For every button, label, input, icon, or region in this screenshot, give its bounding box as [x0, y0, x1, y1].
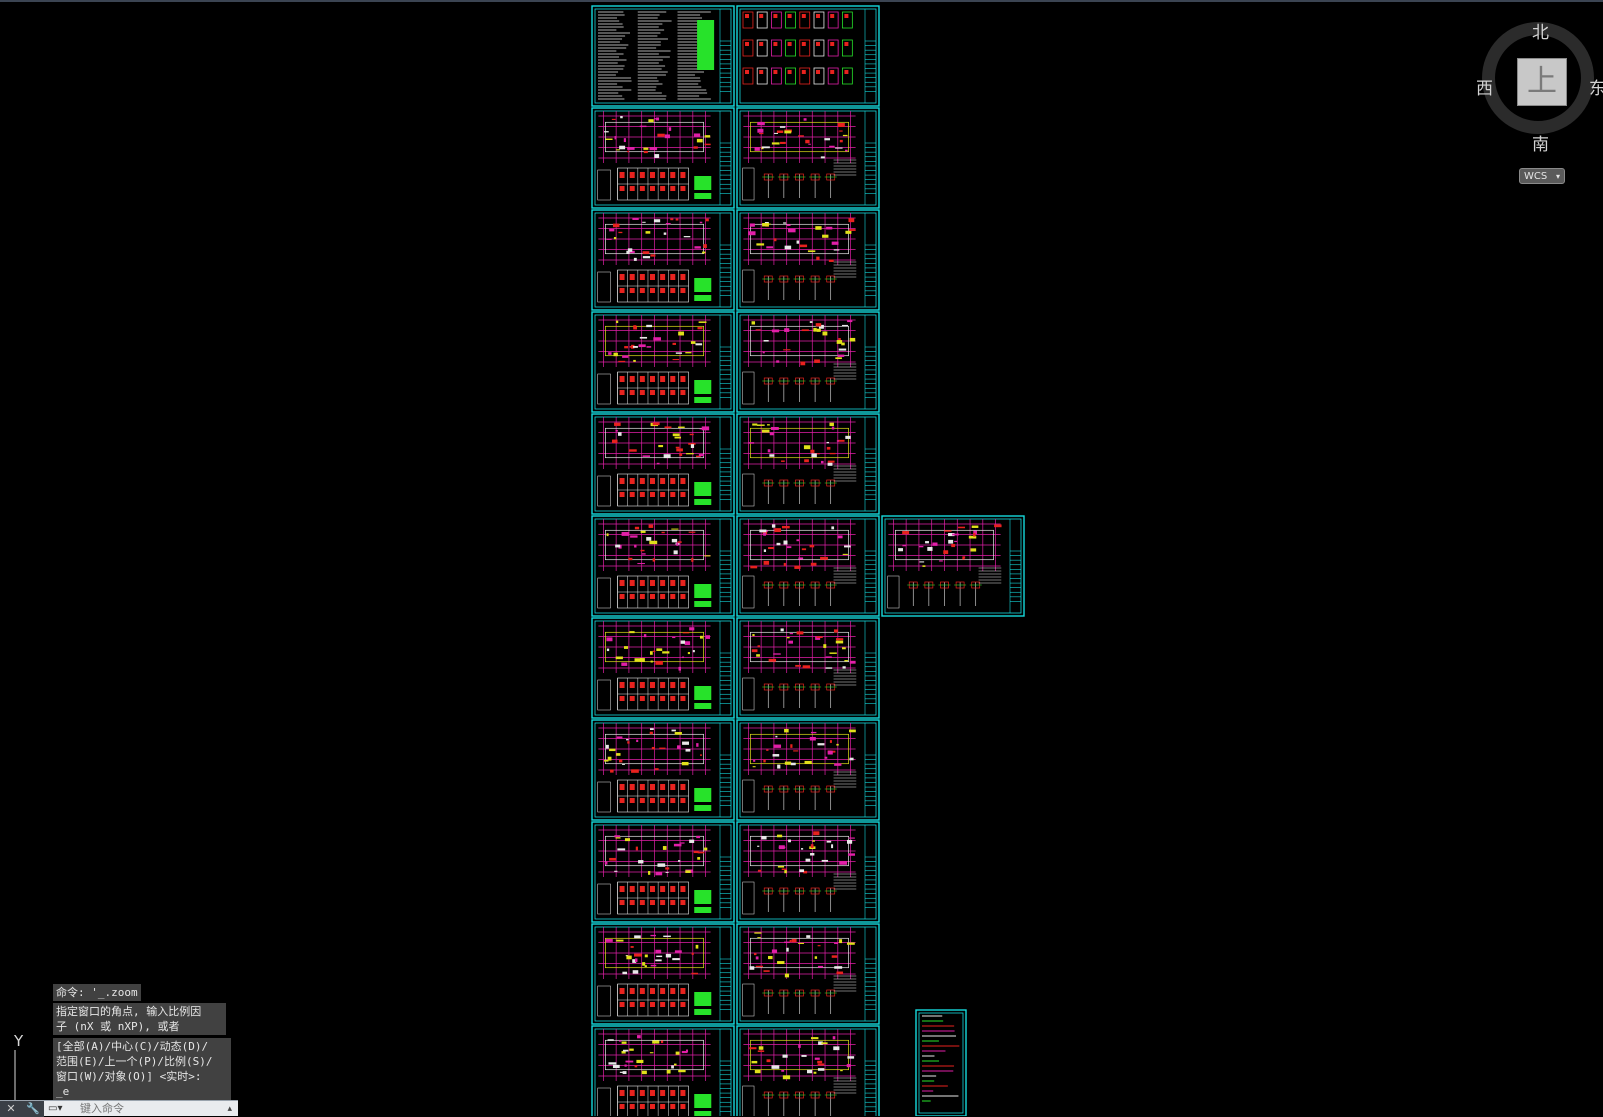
drawing-sheet[interactable] — [591, 107, 735, 209]
viewcube-top-face[interactable]: 上 — [1517, 58, 1567, 106]
drawing-sheet[interactable] — [736, 923, 880, 1025]
command-history-line: [全部(A)/中心(C)/动态(D)/ 范围(E)/上一个(P)/比例(S)/ … — [53, 1038, 231, 1100]
drawing-sheet[interactable] — [591, 209, 735, 311]
drawing-sheet[interactable] — [591, 617, 735, 719]
drawing-sheet[interactable] — [591, 821, 735, 923]
recent-commands-icon[interactable]: ▭▾ — [48, 1103, 63, 1114]
drawing-sheet[interactable] — [736, 5, 880, 107]
viewcube[interactable]: 上 北 南 西 东 WCS ▾ — [1476, 18, 1603, 188]
drawing-sheet[interactable] — [591, 923, 735, 1025]
compass-north-label[interactable]: 北 — [1532, 23, 1549, 43]
wrench-icon[interactable]: 🔧 — [22, 1101, 44, 1117]
drawing-sheet[interactable] — [736, 617, 880, 719]
drawing-sheet[interactable] — [591, 719, 735, 821]
drawing-sheet[interactable] — [736, 1025, 880, 1116]
drawing-sheet[interactable] — [591, 515, 735, 617]
drawing-sheet[interactable] — [591, 413, 735, 515]
drawing-sheet[interactable] — [591, 311, 735, 413]
command-line-bar: ✕ 🔧 ▭▾ ▴ — [0, 1100, 238, 1117]
command-history-line: 指定窗口的角点, 输入比例因 子 (nX 或 nXP), 或者 — [53, 1003, 226, 1035]
ucs-y-label: Y — [13, 1032, 24, 1050]
drawing-sheet[interactable] — [736, 821, 880, 923]
drawing-sheet[interactable] — [736, 515, 880, 617]
chevron-down-icon: ▾ — [1555, 172, 1560, 181]
chevron-up-icon[interactable]: ▴ — [227, 1104, 232, 1114]
compass-west-label[interactable]: 西 — [1476, 79, 1493, 99]
drawing-sheet[interactable] — [736, 413, 880, 515]
close-icon[interactable]: ✕ — [0, 1101, 22, 1117]
wcs-label: WCS — [1524, 171, 1548, 182]
compass-east-label[interactable]: 东 — [1589, 79, 1603, 99]
command-input[interactable] — [80, 1101, 220, 1116]
drawing-sheet[interactable] — [736, 311, 880, 413]
drawing-sheet[interactable] — [736, 719, 880, 821]
drawing-sheet[interactable] — [736, 209, 880, 311]
drawing-sheet[interactable] — [915, 1009, 967, 1116]
drawing-sheet[interactable] — [881, 515, 1025, 617]
drawing-sheet[interactable] — [736, 107, 880, 209]
drawing-sheet[interactable] — [591, 1025, 735, 1116]
compass-south-label[interactable]: 南 — [1532, 135, 1549, 155]
wcs-dropdown-button[interactable]: WCS ▾ — [1519, 168, 1565, 184]
drawing-sheet[interactable] — [591, 5, 735, 107]
command-history-line: 命令: '_.zoom — [53, 984, 141, 1001]
